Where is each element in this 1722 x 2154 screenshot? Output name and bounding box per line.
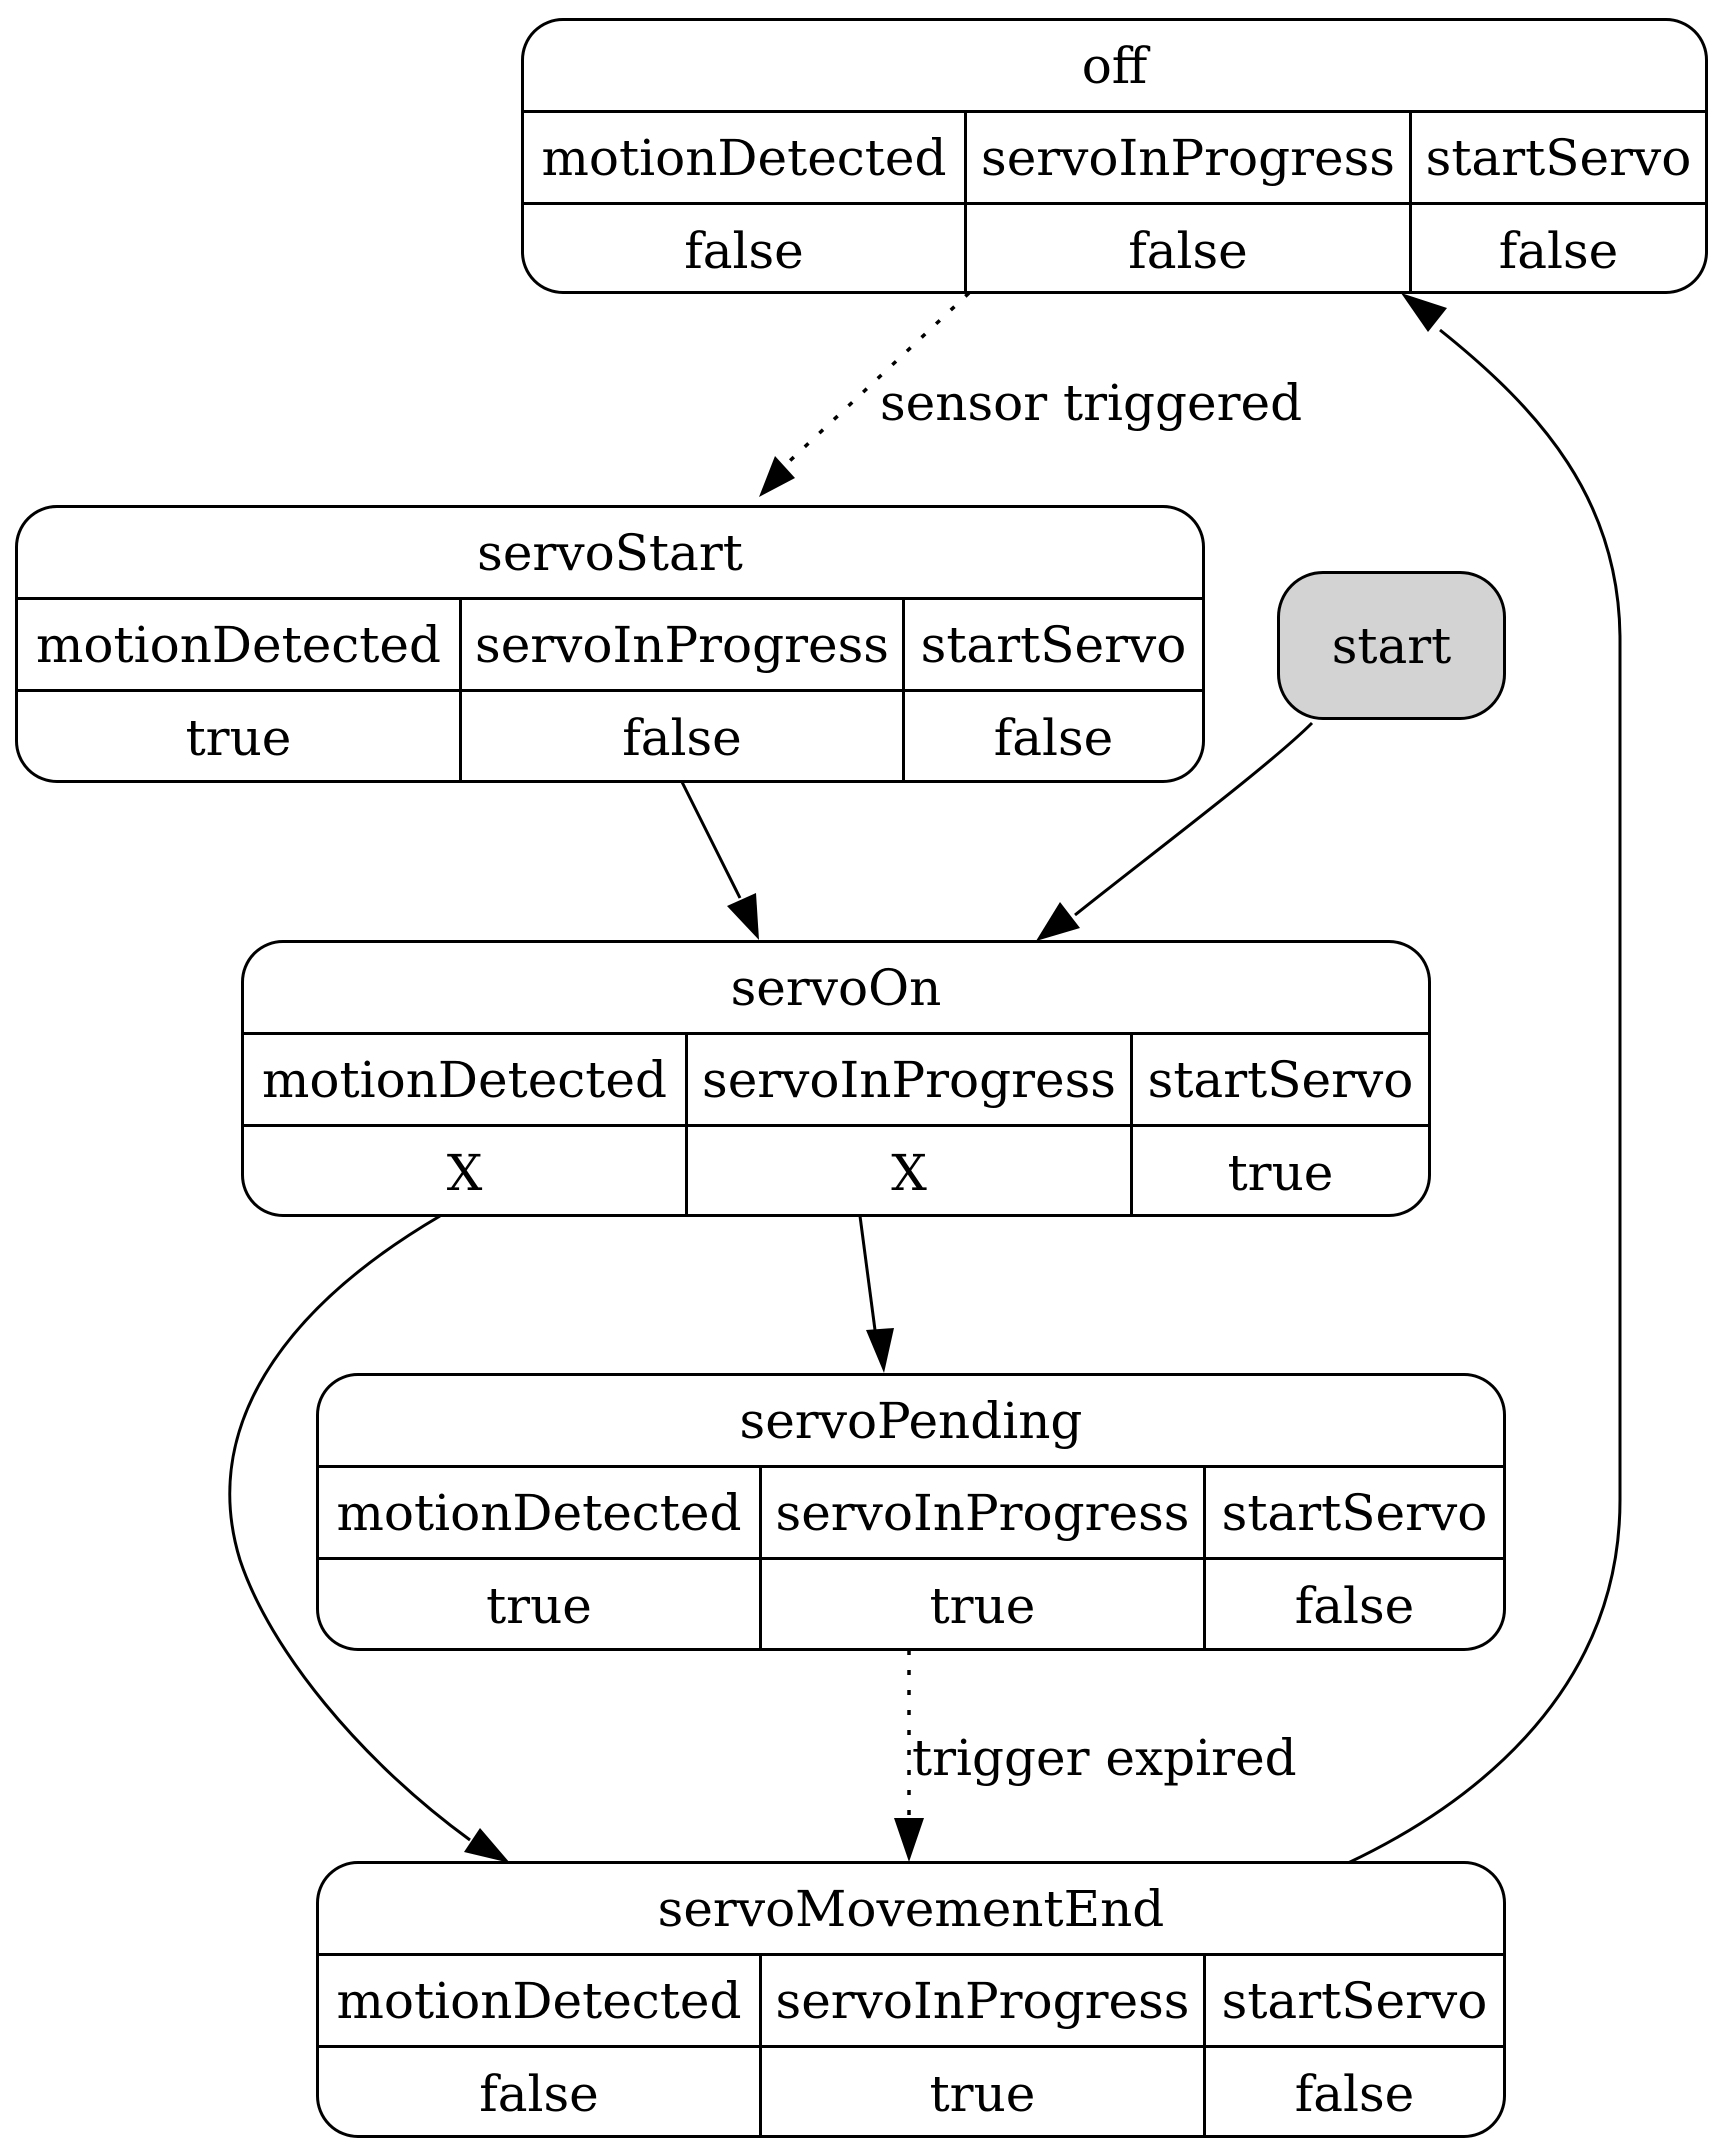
state-name: servoStart <box>477 523 743 582</box>
column-header: servoInProgress <box>702 1050 1116 1109</box>
state-name: servoMovementEnd <box>657 1879 1165 1938</box>
column-header: startServo <box>1425 128 1692 187</box>
column-header: servoInProgress <box>775 1483 1190 1542</box>
edge-servoon-to-servopending <box>858 1215 877 1331</box>
state-value: false <box>993 709 1114 767</box>
edge-label-trigger-expired: trigger expired <box>912 1729 1297 1787</box>
state-value: false <box>1128 222 1248 280</box>
state-node-servostart: servoStart motionDetected servoInProgres… <box>15 505 1205 783</box>
state-name: servoOn <box>730 958 942 1017</box>
column-header: motionDetected <box>336 1483 742 1542</box>
edge-off-to-servostart <box>778 291 971 472</box>
start-label: start <box>1331 616 1452 675</box>
column-header: startServo <box>920 615 1187 674</box>
column-header: motionDetected <box>336 1971 742 2030</box>
column-header: servoInProgress <box>981 128 1395 187</box>
column-header: servoInProgress <box>475 615 889 674</box>
edge-servomovementend-to-off <box>1347 328 1622 1865</box>
column-header: motionDetected <box>262 1050 667 1109</box>
arrowhead-servomovementend-from-servopending <box>894 1818 924 1862</box>
state-name: off <box>1081 36 1148 95</box>
state-value: true <box>1227 1144 1334 1202</box>
column-header: startServo <box>1147 1050 1414 1109</box>
state-value: true <box>929 1577 1036 1635</box>
state-value: true <box>929 2065 1036 2123</box>
arrowhead-servomovementend-from-servoon <box>464 1828 510 1863</box>
state-value: false <box>1294 1577 1415 1635</box>
column-header: startServo <box>1221 1971 1488 2030</box>
state-node-servoon: servoOn motionDetected servoInProgress s… <box>241 940 1431 1217</box>
state-value: X <box>446 1144 483 1202</box>
state-value: false <box>622 709 742 767</box>
column-header: servoInProgress <box>775 1971 1190 2030</box>
start-node: start <box>1277 571 1506 720</box>
state-name: servoPending <box>739 1391 1083 1450</box>
column-header: startServo <box>1221 1483 1488 1542</box>
arrowhead-off <box>1401 293 1447 332</box>
state-value: true <box>185 709 292 767</box>
state-value: false <box>684 222 804 280</box>
state-value: false <box>1498 222 1619 280</box>
arrowhead-servoon-from-servostart <box>727 893 759 940</box>
edge-servoon-to-servomovementend <box>228 1214 471 1842</box>
state-node-servomovementend: servoMovementEnd motionDetected servoInP… <box>316 1861 1506 2138</box>
state-value: X <box>891 1144 927 1202</box>
edge-label-sensor-triggered: sensor triggered <box>880 374 1303 432</box>
edge-start-to-servoon <box>1074 721 1314 917</box>
arrowhead-servostart <box>759 456 795 497</box>
state-value: true <box>486 1577 592 1635</box>
arrowhead-servopending <box>866 1328 894 1373</box>
edge-servostart-to-servoon <box>680 781 742 899</box>
state-value: false <box>479 2065 599 2123</box>
column-header: motionDetected <box>36 615 441 674</box>
state-value: false <box>1294 2065 1415 2123</box>
column-header: motionDetected <box>541 128 947 187</box>
arrowhead-servoon-from-start <box>1036 902 1080 941</box>
state-node-servopending: servoPending motionDetected servoInProgr… <box>316 1373 1506 1651</box>
state-node-off: off motionDetected servoInProgress start… <box>521 18 1708 294</box>
